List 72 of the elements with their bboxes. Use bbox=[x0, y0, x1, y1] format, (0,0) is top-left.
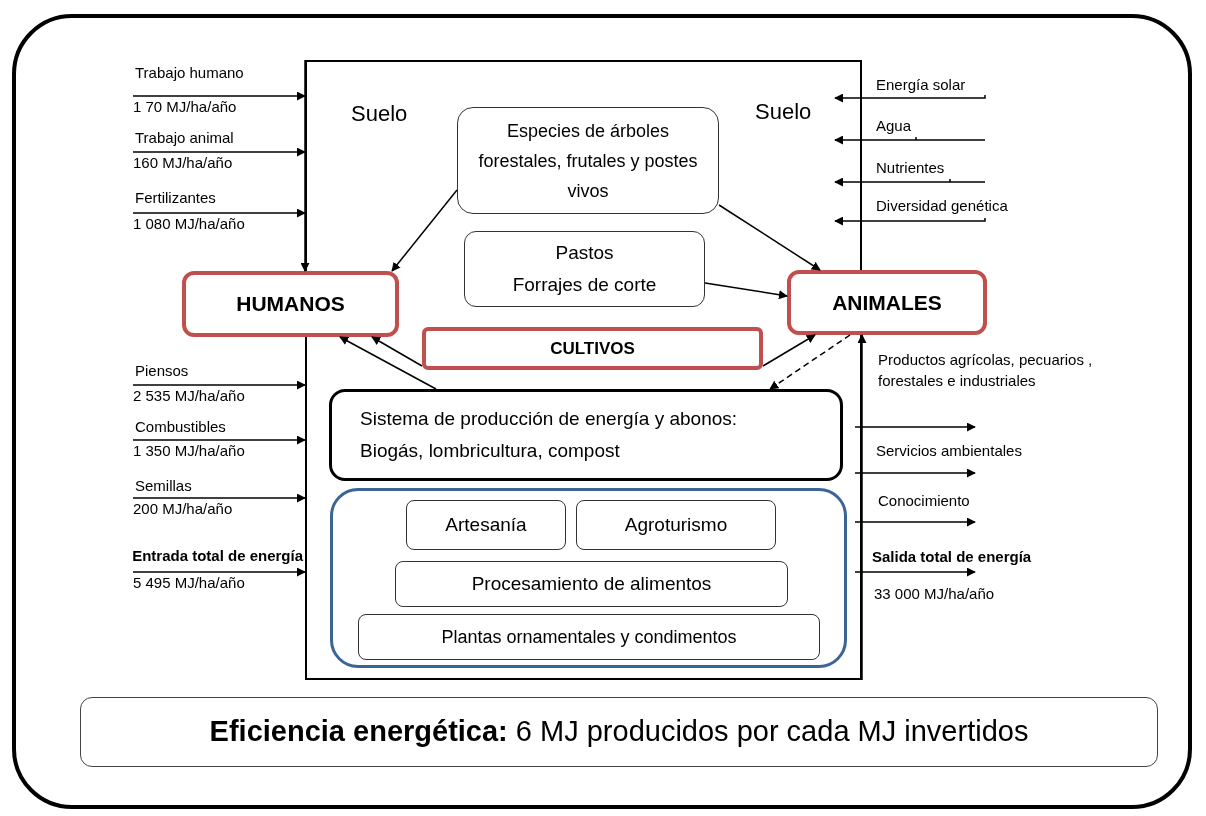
process-box bbox=[395, 561, 788, 607]
node-label: Agroturismo bbox=[624, 512, 728, 537]
arrow bbox=[132, 380, 306, 390]
node-label: ANIMALES bbox=[832, 289, 942, 316]
process-box bbox=[182, 271, 399, 337]
node-label: Salida total de energía bbox=[872, 548, 1032, 565]
node-label: Pastos bbox=[555, 241, 614, 265]
node-label: Conocimiento bbox=[878, 492, 970, 509]
arrow bbox=[854, 517, 976, 527]
value-label: 1 080 MJ/ha/año bbox=[133, 214, 245, 234]
arrow bbox=[132, 147, 306, 157]
arrow bbox=[300, 59, 310, 272]
node-label: Agua bbox=[876, 117, 912, 134]
node-label: Productos agrícolas, pecuarios , forestales e industriales bbox=[878, 351, 1093, 389]
result-box bbox=[80, 697, 1158, 767]
arrow bbox=[854, 468, 976, 478]
node-label: Trabajo humano bbox=[135, 64, 244, 81]
node-label: Especies de árboles forestales, frutales y postes vivos bbox=[478, 119, 698, 203]
area-label: Suelo bbox=[755, 98, 812, 126]
arrow bbox=[834, 216, 986, 226]
arrow bbox=[834, 135, 986, 145]
node-label: CULTIVOS bbox=[550, 337, 635, 360]
arrow bbox=[132, 435, 306, 445]
arrow bbox=[769, 334, 851, 390]
process-box bbox=[576, 500, 776, 550]
process-box bbox=[787, 270, 987, 335]
node-label: Trabajo animal bbox=[135, 129, 234, 146]
arrow bbox=[854, 422, 976, 432]
node-label: Nutrientes bbox=[876, 159, 945, 176]
process-box bbox=[422, 327, 763, 370]
node-label: Piensos bbox=[135, 362, 189, 379]
arrow bbox=[132, 567, 306, 577]
process-box bbox=[406, 500, 566, 550]
process-box bbox=[457, 107, 719, 214]
node-label: Sistema de producción de energía y abonos: Biogás, lombricultura, compost bbox=[360, 407, 739, 463]
arrow bbox=[132, 208, 306, 218]
node-label: Servicios ambientales bbox=[876, 442, 1022, 459]
value-label: 1 350 MJ/ha/año bbox=[133, 441, 245, 461]
node-label: Fertilizantes bbox=[135, 189, 216, 206]
arrow bbox=[834, 93, 986, 103]
value-label: 33 000 MJ/ha/año bbox=[874, 584, 995, 604]
node-label: Procesamiento de alimentos bbox=[471, 571, 712, 596]
node-label: Entrada total de energía bbox=[132, 547, 303, 564]
node-label: Forrajes de corte bbox=[512, 273, 657, 297]
value-label: 2 535 MJ/ha/año bbox=[133, 386, 245, 406]
value-label: 5 495 MJ/ha/año bbox=[133, 573, 245, 593]
group-box bbox=[330, 488, 847, 668]
node-label: Energía solar bbox=[876, 76, 966, 93]
node-label: HUMANOS bbox=[236, 291, 345, 318]
arrow bbox=[834, 177, 986, 187]
node-label: Semillas bbox=[135, 477, 192, 494]
node-label: Plantas ornamentales y condimentos bbox=[441, 625, 737, 649]
arrow bbox=[704, 282, 788, 300]
value-label: 200 MJ/ha/año bbox=[133, 499, 233, 519]
node-label: Artesanía bbox=[445, 512, 527, 537]
arrow bbox=[371, 336, 423, 367]
area-label: Suelo bbox=[351, 100, 408, 128]
process-box bbox=[329, 389, 843, 481]
process-box bbox=[358, 614, 820, 660]
value-label: 160 MJ/ha/año bbox=[133, 153, 233, 173]
arrow bbox=[132, 493, 306, 503]
node-label: Eficiencia energética: 6 MJ producidos por cada MJ invertidos bbox=[209, 714, 1029, 750]
value-label: 1 70 MJ/ha/año bbox=[133, 97, 237, 117]
arrow bbox=[718, 204, 821, 271]
node-label: Combustibles bbox=[135, 418, 226, 435]
process-box bbox=[464, 231, 705, 307]
arrow bbox=[391, 189, 458, 272]
node-label: Diversidad genética bbox=[876, 197, 1008, 214]
arrow bbox=[857, 334, 867, 681]
arrow bbox=[132, 91, 306, 101]
arrow bbox=[762, 334, 816, 367]
arrow bbox=[854, 567, 976, 577]
